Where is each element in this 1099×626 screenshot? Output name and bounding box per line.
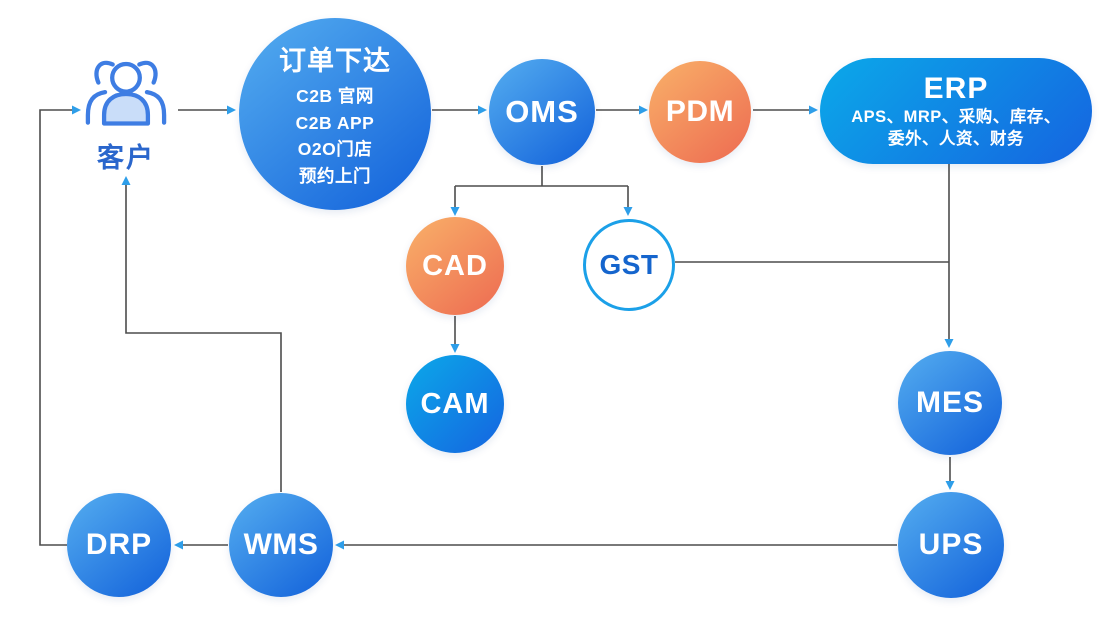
connector-customer-to-order [178, 105, 236, 115]
order-channel-appointment: 预约上门 [299, 165, 371, 186]
arrowhead-down [944, 339, 954, 348]
order-channel-c2b-web: C2B 官网 [296, 86, 374, 106]
back-person-left-head [94, 60, 115, 85]
connector-mes-to-ups [945, 457, 955, 490]
mes-label: MES [915, 386, 984, 419]
wms-node: WMS [229, 493, 333, 597]
erp-subtitle-line2: 委外、人资、财务 [888, 130, 1024, 148]
back-person-left-shoulder [85, 89, 108, 125]
cad-label: CAD [422, 249, 488, 282]
arrowhead-down [450, 207, 460, 216]
connector-order-to-oms [432, 105, 487, 115]
wms-label: WMS [243, 528, 319, 561]
connector-ups-to-wms [335, 540, 897, 550]
ups-node: UPS [898, 492, 1004, 598]
pdm-label: PDM [665, 95, 735, 128]
order-placement-node: 订单下达 C2B 官网 C2B APP O2O门店 预约上门 [239, 18, 431, 210]
arrowhead-left [174, 540, 183, 550]
drp-node: DRP [67, 493, 171, 597]
back-person-right-shoulder [144, 89, 167, 125]
connector-oms-to-pdm [596, 105, 648, 115]
gst-node: GST [583, 219, 675, 311]
order-channel-o2o-store: O2O门店 [297, 139, 373, 159]
customer-label: 客户 [97, 143, 155, 173]
arrowhead-down [945, 481, 955, 490]
order-title: 订单下达 [279, 46, 391, 76]
ups-label: UPS [918, 528, 984, 561]
mes-node: MES [898, 351, 1002, 455]
front-person-body [101, 91, 151, 126]
cad-node: CAD [406, 217, 504, 315]
arrowhead-right [227, 105, 236, 115]
arrowhead-down [623, 207, 633, 216]
connector-pdm-to-erp [753, 105, 818, 115]
arrowhead-right [72, 105, 81, 115]
arrowhead-up [121, 176, 131, 185]
customer-group-icon [85, 60, 167, 126]
oms-label: OMS [505, 94, 579, 129]
arrowhead-down [450, 344, 460, 353]
connector-wms-to-drp [174, 540, 228, 550]
arrowhead-right [478, 105, 487, 115]
front-person-head [110, 61, 142, 94]
cam-label: CAM [420, 387, 490, 420]
arrowhead-left [335, 540, 344, 550]
connector-oms-split-to-cad-gst [450, 166, 633, 216]
oms-node: OMS [489, 59, 595, 165]
erp-subtitle-line1: APS、MRP、采购、库存、 [851, 108, 1061, 126]
cam-node: CAM [406, 355, 504, 453]
arrowhead-right [809, 105, 818, 115]
connector-erp-to-mes [944, 164, 954, 348]
gst-label: GST [599, 249, 659, 280]
erp-title: ERP [923, 72, 989, 105]
erp-node: ERP APS、MRP、采购、库存、 委外、人资、财务 [820, 58, 1092, 164]
connector-drp-to-customer [39, 105, 81, 546]
customer-node: 客户 [70, 54, 182, 175]
arrowhead-right [639, 105, 648, 115]
drp-label: DRP [85, 528, 153, 561]
connector-wms-to-customer [121, 176, 282, 492]
connector-cad-to-cam [450, 316, 460, 353]
pdm-node: PDM [649, 61, 751, 163]
back-person-right-head [137, 60, 158, 85]
order-channel-c2b-app: C2B APP [295, 112, 375, 133]
